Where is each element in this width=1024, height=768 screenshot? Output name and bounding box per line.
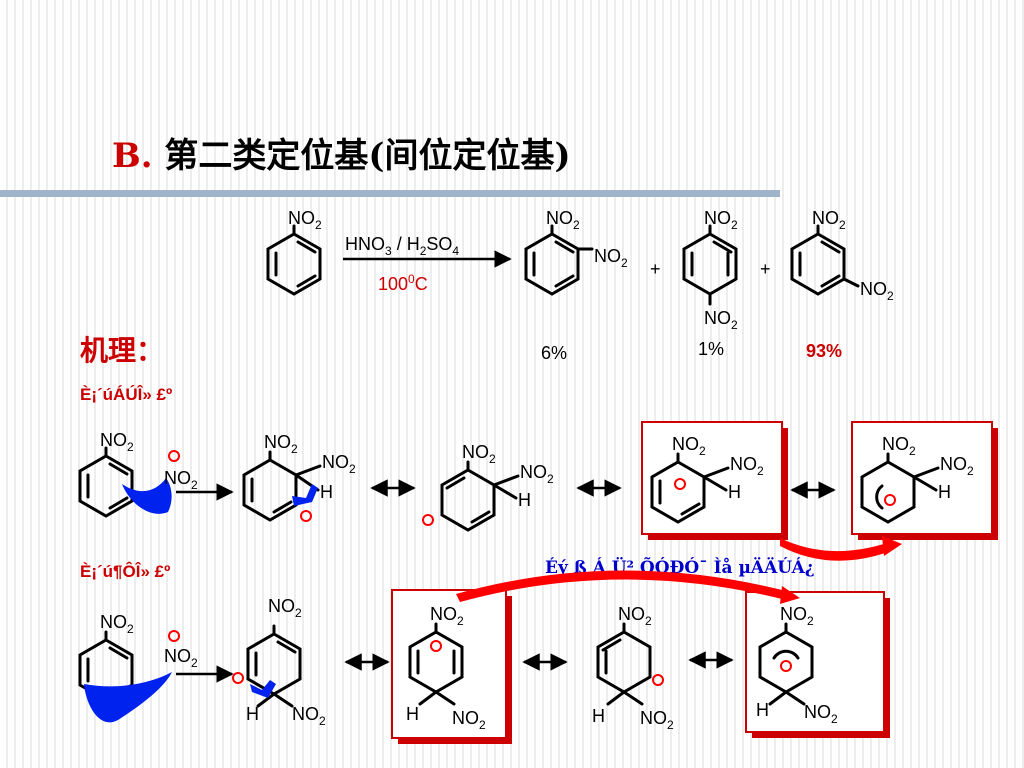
svg-text:NO2: NO2 (264, 432, 298, 456)
positive-charge (300, 510, 312, 522)
ortho-sigma-complex-2: NO2 NO2 H (422, 442, 554, 532)
svg-text:NO2: NO2 (618, 604, 652, 628)
svg-text:HNO3 / H2SO4: HNO3 / H2SO4 (345, 234, 459, 258)
svg-text:NO2: NO2 (100, 430, 134, 454)
svg-text:NO2: NO2 (882, 434, 916, 458)
svg-text:NO2: NO2 (164, 468, 198, 492)
positive-charge (884, 494, 896, 506)
positive-charge (232, 672, 244, 684)
svg-text:H: H (246, 704, 259, 724)
svg-text:NO2: NO2 (268, 596, 302, 620)
para-start: NO2 NO2 (78, 612, 234, 723)
benzene-reactant: NO2 (266, 208, 322, 296)
para-sigma-complex-2: NO2 H NO2 (592, 604, 674, 732)
nitro-label: NO2 (288, 208, 322, 232)
meta-product: NO2 NO2 (790, 208, 894, 303)
curved-arrow (456, 570, 790, 602)
svg-text:H: H (592, 706, 605, 726)
yield-para: 1% (698, 339, 724, 359)
svg-text:NO2: NO2 (780, 604, 814, 628)
svg-text:NO2: NO2 (546, 208, 580, 232)
para-product: NO2 NO2 (682, 208, 738, 332)
title-rule (0, 190, 780, 197)
positive-charge (674, 478, 686, 490)
positive-charge (652, 674, 664, 686)
svg-text:NO2: NO2 (640, 708, 674, 732)
positive-charge (430, 640, 442, 652)
svg-text:NO2: NO2 (940, 454, 974, 478)
yield-ortho: 6% (541, 343, 567, 363)
svg-text:NO2: NO2 (462, 442, 496, 466)
ortho-highlight-box-2: NO2 NO2 H (851, 421, 998, 540)
svg-text:H: H (728, 482, 741, 502)
yield-meta: 93% (806, 341, 842, 361)
plus-sign: + (650, 259, 661, 279)
curved-arrow (780, 538, 890, 561)
svg-text:NO2: NO2 (452, 708, 486, 732)
svg-text:1000C: 1000C (378, 272, 428, 294)
title-text: 第二类定位基(间位定位基) (164, 136, 571, 176)
ortho-start: NO2 NO2 (78, 430, 234, 518)
plus-sign: + (760, 259, 771, 279)
ortho-product: NO2 NO2 (524, 208, 628, 296)
positive-charge (168, 630, 180, 642)
svg-text:NO2: NO2 (520, 462, 554, 486)
electron-push-arrow (122, 478, 172, 514)
svg-text:H: H (320, 482, 333, 502)
title-letter: B. (112, 136, 153, 176)
svg-text:NO2: NO2 (672, 434, 706, 458)
positive-charge (422, 514, 434, 526)
mechanism-heading: 机理： (80, 334, 164, 367)
electron-push-arrow (84, 672, 172, 723)
svg-text:NO2: NO2 (292, 704, 326, 728)
svg-text:NO2: NO2 (430, 604, 464, 628)
para-highlight-box-1: NO2 H NO2 (391, 589, 512, 744)
svg-text:H: H (756, 700, 769, 720)
svg-text:NO2: NO2 (804, 702, 838, 726)
svg-text:NO2: NO2 (704, 308, 738, 332)
svg-text:NO2: NO2 (594, 246, 628, 270)
svg-text:H: H (938, 482, 951, 502)
ortho-attack-label: È¡´úÁÚÎ» £º (80, 385, 172, 404)
ortho-sigma-complex-1: NO2 NO2 H (242, 432, 356, 522)
page-title: B. 第二类定位基(间位定位基) (112, 128, 571, 177)
svg-text:NO2: NO2 (164, 646, 198, 670)
para-sigma-complex-1: NO2 H NO2 (232, 596, 326, 728)
svg-text:NO2: NO2 (730, 454, 764, 478)
svg-text:H: H (406, 704, 419, 724)
electron-push-arrow (250, 680, 276, 698)
reaction-conditions: HNO3 / H2SO4 1000C (343, 234, 512, 294)
para-attack-label: È¡´ú¶ÔÎ» £º (80, 562, 170, 581)
svg-text:NO2: NO2 (100, 612, 134, 636)
svg-text:NO2: NO2 (860, 279, 894, 303)
svg-text:H: H (518, 490, 531, 510)
ortho-highlight-box-1: NO2 NO2 H (641, 421, 788, 540)
positive-charge (780, 660, 792, 672)
svg-text:NO2: NO2 (704, 208, 738, 232)
para-highlight-box-2: NO2 H NO2 (745, 591, 890, 738)
svg-text:NO2: NO2 (322, 452, 356, 476)
electron-push-arrow (292, 484, 318, 506)
positive-charge (168, 450, 180, 462)
svg-text:NO2: NO2 (812, 208, 846, 232)
